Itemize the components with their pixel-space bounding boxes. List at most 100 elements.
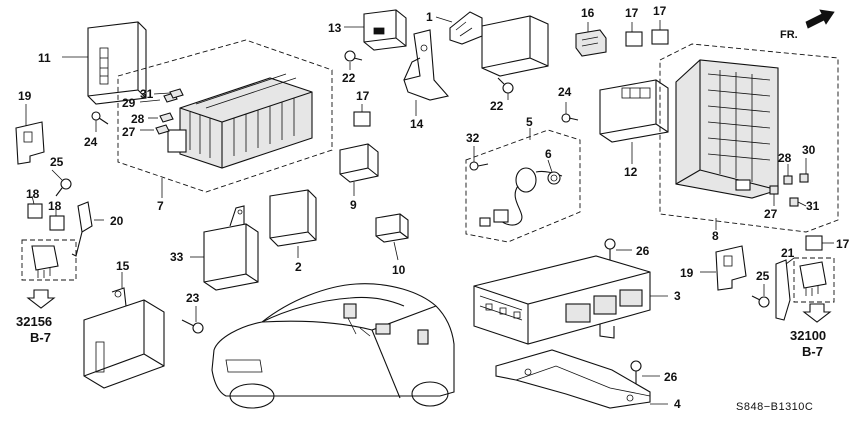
ref-left-sub: B-7: [30, 330, 51, 345]
callout-24a: 24: [84, 135, 98, 149]
reference-left: 32156 B-7: [16, 314, 52, 345]
callout-2: 2: [295, 260, 302, 274]
sensor-harness-5: [465, 128, 581, 243]
bolt-24-left: [91, 111, 109, 132]
callout-13: 13: [328, 21, 342, 35]
bolt-32: [469, 146, 489, 171]
callout-10: 10: [392, 263, 406, 277]
bracket-21: [775, 257, 795, 321]
callout-22b: 22: [490, 99, 504, 113]
callout-29: 29: [122, 96, 136, 110]
fuses-right: [769, 158, 809, 207]
callout-31b: 31: [806, 199, 820, 213]
bolt-25-right: [751, 284, 770, 308]
bolt-26-upper: [604, 238, 632, 262]
relay-17-mid: [353, 104, 371, 127]
bracket-19-right: [700, 245, 747, 291]
relay-17-right: [805, 235, 834, 251]
callout-25b: 25: [756, 269, 770, 283]
callout-17c: 17: [356, 89, 370, 103]
callout-19b: 19: [680, 266, 694, 280]
callout-16: 16: [581, 6, 595, 20]
callout-3: 3: [674, 289, 681, 303]
callout-1: 1: [426, 10, 433, 24]
fuse-box-7: [117, 39, 333, 198]
connector-set-right: [793, 257, 835, 303]
bolt-23: [181, 306, 204, 334]
callout-18b: 18: [48, 199, 62, 213]
car-outline: [211, 283, 455, 409]
control-unit-11: [62, 21, 147, 105]
callout-14: 14: [410, 117, 424, 131]
callout-20: 20: [110, 214, 124, 228]
fuses-left: [139, 88, 184, 135]
bolt-22-right: [497, 77, 514, 100]
ecu-3: [473, 255, 668, 345]
bolt-22-left: [344, 50, 363, 70]
callout-27b: 27: [764, 207, 778, 221]
callout-17a: 17: [625, 6, 639, 20]
callout-31a: 31: [140, 87, 154, 101]
callout-9: 9: [350, 198, 357, 212]
control-unit-2: [269, 189, 317, 258]
grommet-6: [547, 159, 561, 185]
callout-24b: 24: [558, 85, 572, 99]
relay-17-top-b: [651, 20, 669, 45]
ref-arrow-left: [26, 289, 56, 309]
callout-17d: 17: [836, 237, 850, 251]
relay-17-top-a: [625, 22, 643, 47]
callout-19a: 19: [18, 89, 32, 103]
callout-27a: 27: [122, 125, 136, 139]
ref-right-sub: B-7: [802, 344, 823, 359]
callout-15: 15: [116, 259, 130, 273]
clamp-20: [71, 201, 104, 257]
callout-28a: 28: [131, 112, 145, 126]
callout-8: 8: [712, 229, 719, 243]
bolt-25-left: [51, 169, 72, 197]
callout-17b: 17: [653, 4, 667, 18]
control-unit-33: [190, 205, 259, 291]
relay-13: [344, 9, 407, 51]
callout-11: 11: [38, 51, 51, 65]
fuse-box-8: [659, 43, 839, 233]
relay-16: [575, 22, 607, 57]
control-unit-1: [435, 11, 549, 77]
diagram-code: S848−B1310C: [736, 401, 813, 413]
callout-4: 4: [674, 397, 681, 411]
bolt-26-lower: [630, 360, 660, 384]
relay-10: [375, 213, 409, 261]
front-direction-label: FR.: [780, 29, 798, 41]
callout-28b: 28: [778, 151, 792, 165]
relay-18-lower: [49, 206, 65, 231]
callout-7: 7: [157, 199, 164, 213]
ref-arrow-right: [802, 303, 832, 323]
callout-33: 33: [170, 250, 184, 264]
callout-21: 21: [781, 246, 795, 260]
bracket-14: [403, 29, 450, 116]
ref-left-number: 32156: [16, 314, 52, 329]
callout-23: 23: [186, 291, 200, 305]
reference-right: 32100 B-7: [790, 328, 826, 359]
bracket-4: [495, 349, 668, 409]
control-unit-12: [599, 79, 669, 164]
callout-26b: 26: [664, 370, 678, 384]
callout-labels: 1 2 3 4 5 6 7 8 9 10 11 12 13 14 15 16 1…: [18, 4, 850, 411]
bolt-24-right: [561, 102, 579, 123]
control-unit-15: [83, 272, 165, 389]
relay-9: [339, 143, 379, 196]
callout-22a: 22: [342, 71, 356, 85]
callout-25a: 25: [50, 155, 64, 169]
ref-right-number: 32100: [790, 328, 826, 343]
callout-26a: 26: [636, 244, 650, 258]
bracket-19-left: [15, 104, 45, 165]
connector-set-left: [21, 239, 77, 281]
relay-18-upper: [27, 195, 43, 219]
callout-18a: 18: [26, 187, 40, 201]
callout-12: 12: [624, 165, 638, 179]
callout-6: 6: [545, 147, 552, 161]
callout-30: 30: [802, 143, 816, 157]
callout-5: 5: [526, 115, 533, 129]
front-direction-arrow: [805, 9, 835, 29]
callout-32: 32: [466, 131, 480, 145]
